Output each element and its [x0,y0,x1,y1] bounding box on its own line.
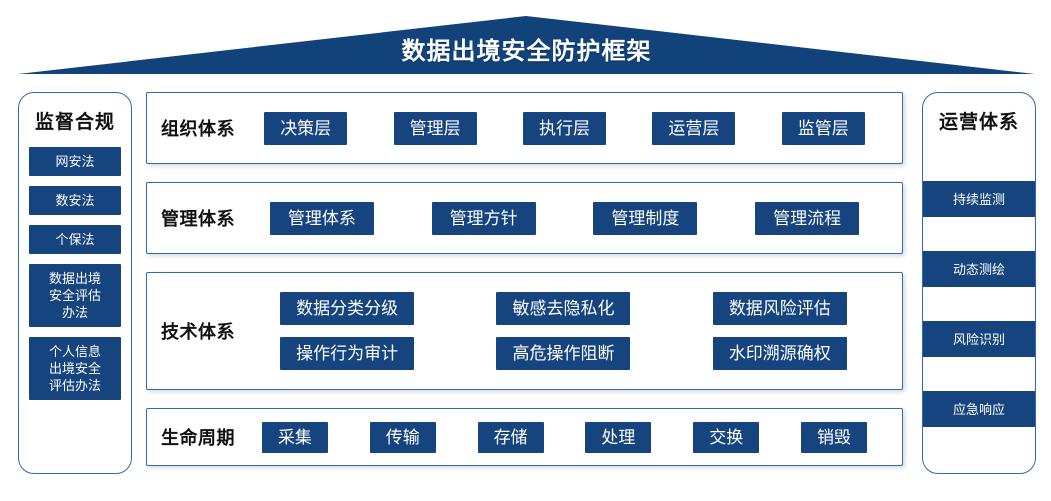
row-label-technical: 技术体系 [161,322,235,342]
right-panel-item-3[interactable]: 应急响应 [923,391,1035,427]
lifecycle-chip-2[interactable]: 存储 [477,421,544,453]
technical-chip-list-bottom: 操作行为审计 高危操作阻断 水印溯源确权 [239,337,888,370]
technical-chip-bottom-1[interactable]: 高危操作阻断 [496,337,631,370]
technical-system-row: 技术体系 数据分类分级 敏感去隐私化 数据风险评估 操作行为审计 高危操作阻断 水印溯源… [146,272,903,390]
management-chip-3[interactable]: 管理流程 [755,201,860,235]
management-system-row: 管理体系 管理体系 管理方针 管理制度 管理流程 [146,182,903,254]
lifecycle-chip-list: 采集 传输 存储 处理 交换 销毁 [241,421,888,453]
technical-chip-top-0[interactable]: 数据分类分级 [280,292,415,325]
management-chip-2[interactable]: 管理制度 [593,201,698,235]
technical-chip-top-2[interactable]: 数据风险评估 [712,292,847,325]
left-panel-title: 监督合规 [34,112,115,133]
left-panel-item-1[interactable]: 数安法 [29,186,121,215]
left-panel-item-0[interactable]: 网安法 [29,147,121,176]
technical-chip-bottom-2[interactable]: 水印溯源确权 [712,337,847,370]
organization-chip-3[interactable]: 运营层 [652,111,736,145]
right-panel-item-1[interactable]: 动态测绘 [923,251,1035,287]
lifecycle-chip-1[interactable]: 传输 [369,421,436,453]
right-panel-list: 持续监测动态测绘风险识别应急响应 [923,181,1035,461]
lifecycle-row: 生命周期 采集 传输 存储 处理 交换 销毁 [146,408,903,466]
right-panel-title: 运营体系 [938,112,1019,133]
lifecycle-chip-5[interactable]: 销毁 [801,421,868,453]
left-panel-item-2[interactable]: 个保法 [29,225,121,254]
page-title: 数据出境安全防护框架 [401,38,652,65]
lifecycle-chip-4[interactable]: 交换 [693,421,760,453]
technical-chip-list-top: 数据分类分级 敏感去隐私化 数据风险评估 [239,292,888,325]
management-chip-1[interactable]: 管理方针 [431,201,536,235]
organization-chip-4[interactable]: 监管层 [781,111,865,145]
organization-chip-1[interactable]: 管理层 [393,111,477,145]
technical-chip-bottom-0[interactable]: 操作行为审计 [280,337,415,370]
left-panel-list: 网安法数安法个保法数据出境安全评估办法个人信息出境安全评估办法 [19,147,131,410]
management-chip-list: 管理体系 管理方针 管理制度 管理流程 [241,201,888,235]
organization-chip-0[interactable]: 决策层 [264,111,348,145]
technical-chip-top-1[interactable]: 敏感去隐私化 [496,292,631,325]
left-panel-item-3[interactable]: 数据出境安全评估办法 [29,264,121,327]
lifecycle-chip-0[interactable]: 采集 [261,421,328,453]
organization-chip-2[interactable]: 执行层 [522,111,606,145]
title-banner: 数据出境安全防护框架 [18,16,1035,74]
operations-system-panel: 运营体系 持续监测动态测绘风险识别应急响应 [922,92,1036,474]
organization-system-row: 组织体系 决策层 管理层 执行层 运营层 监管层 [146,92,903,164]
row-label-organization: 组织体系 [161,119,235,139]
organization-chip-list: 决策层 管理层 执行层 运营层 监管层 [241,111,888,145]
supervision-compliance-panel: 监督合规 网安法数安法个保法数据出境安全评估办法个人信息出境安全评估办法 [18,92,132,474]
management-chip-0[interactable]: 管理体系 [269,201,374,235]
right-panel-item-2[interactable]: 风险识别 [923,321,1035,357]
lifecycle-chip-3[interactable]: 处理 [585,421,652,453]
row-label-lifecycle: 生命周期 [161,428,235,448]
technical-chip-grid: 数据分类分级 敏感去隐私化 数据风险评估 操作行为审计 高危操作阻断 水印溯源确权 [239,292,888,370]
row-label-management: 管理体系 [161,209,235,229]
left-panel-item-4[interactable]: 个人信息出境安全评估办法 [29,337,121,400]
banner-shape [18,16,1035,74]
right-panel-item-0[interactable]: 持续监测 [923,181,1035,217]
